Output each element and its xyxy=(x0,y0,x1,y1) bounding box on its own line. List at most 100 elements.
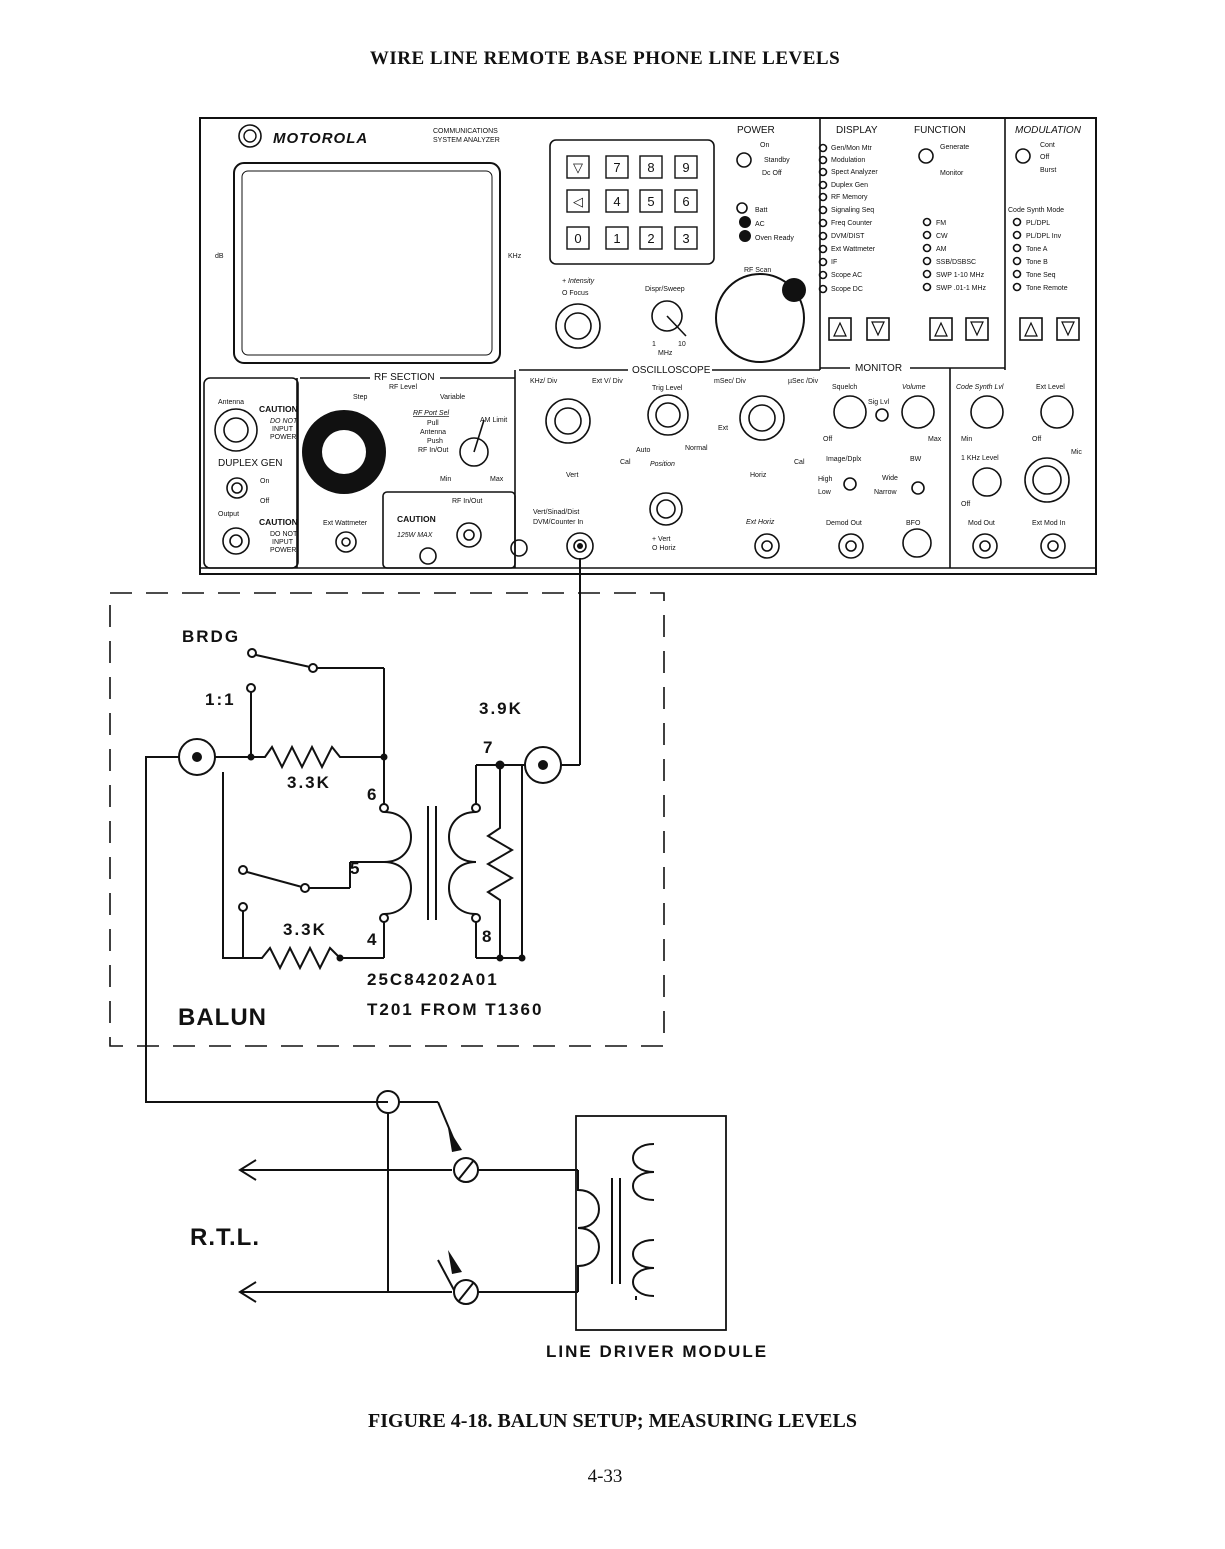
function-item[interactable]: AM xyxy=(936,246,947,253)
key[interactable] xyxy=(605,155,629,179)
modulation-up-button[interactable] xyxy=(1019,317,1043,341)
position-knob[interactable] xyxy=(649,492,683,526)
key-label: 2 xyxy=(647,231,654,246)
antenna-label: Antenna xyxy=(218,399,244,406)
monitor-label: Monitor xyxy=(940,170,964,177)
key[interactable] xyxy=(674,226,698,250)
ext-wattmeter-connector[interactable] xyxy=(335,531,357,553)
volume-knob[interactable] xyxy=(901,395,935,429)
duplex-on-label: On xyxy=(260,478,269,485)
modulation-title: MODULATION xyxy=(1015,125,1082,136)
demod-out-connector[interactable] xyxy=(838,533,864,559)
modulation-item[interactable]: Tone A xyxy=(1026,246,1048,253)
rf-section-title: RF SECTION xyxy=(374,372,435,383)
intensity-knob[interactable] xyxy=(555,303,601,349)
key[interactable] xyxy=(639,189,663,213)
display-item[interactable]: RF Memory xyxy=(831,194,868,201)
function-item[interactable]: SSB/DSBSC xyxy=(936,259,976,266)
ac-label: AC xyxy=(755,221,765,228)
wide-label: Wide xyxy=(882,475,898,482)
display-item[interactable]: Modulation xyxy=(831,157,865,164)
display-item[interactable]: Freq Counter xyxy=(831,220,873,227)
ext-horiz-connector[interactable] xyxy=(754,533,780,559)
squelch-knob[interactable] xyxy=(833,395,867,429)
line-driver-module-box xyxy=(575,1115,727,1331)
am-limit-knob[interactable] xyxy=(459,437,489,467)
key[interactable] xyxy=(674,189,698,213)
antenna-connector[interactable] xyxy=(214,408,258,452)
msec-div-knob[interactable] xyxy=(739,395,785,441)
mod-out-connector[interactable] xyxy=(972,533,998,559)
oven-ready-label: Oven Ready xyxy=(755,235,794,242)
display-item[interactable]: Ext Wattmeter xyxy=(831,246,876,253)
modulation-item[interactable]: PL/DPL Inv xyxy=(1026,233,1062,240)
power-on-label: On xyxy=(760,142,769,149)
function-item[interactable]: CW xyxy=(936,233,948,240)
key[interactable] xyxy=(566,226,590,250)
squelch-off-label: Off xyxy=(823,436,832,443)
key[interactable] xyxy=(566,189,590,213)
mod-off-label: Off xyxy=(1040,154,1049,161)
pin-7-label: 7 xyxy=(483,738,494,757)
display-item[interactable]: DVM/DIST xyxy=(831,233,865,240)
ext-mod-in-connector[interactable] xyxy=(1040,533,1066,559)
code-synth-lvl-knob[interactable] xyxy=(970,395,1004,429)
modulation-item[interactable]: Tone Remote xyxy=(1026,285,1068,292)
vert-label: Vert xyxy=(566,472,579,479)
rf-in-out-connector[interactable] xyxy=(456,522,482,548)
key[interactable] xyxy=(566,155,590,179)
key[interactable] xyxy=(605,189,629,213)
display-item[interactable]: Scope AC xyxy=(831,272,862,279)
khz-div-knob[interactable] xyxy=(545,398,591,444)
dispr-sweep-knob[interactable] xyxy=(651,300,683,332)
ext-level-knob[interactable] xyxy=(1040,395,1074,429)
modulation-item[interactable]: Tone B xyxy=(1026,259,1048,266)
khz-div-label: KHz/ Div xyxy=(530,378,558,385)
usec-div-label: µSec /Div xyxy=(788,378,819,385)
figure-caption: FIGURE 4-18. BALUN SETUP; MEASURING LEVE… xyxy=(368,1410,857,1432)
key[interactable] xyxy=(639,226,663,250)
output-connector[interactable] xyxy=(222,527,250,555)
one-khz-level-knob[interactable] xyxy=(972,467,1002,497)
modulation-item[interactable]: PL/DPL xyxy=(1026,220,1050,227)
step-label: Step xyxy=(353,394,368,401)
function-item[interactable]: SWP 1-10 MHz xyxy=(936,272,985,279)
function-up-button[interactable] xyxy=(929,317,953,341)
display-item[interactable]: Gen/Mon Mtr xyxy=(831,145,873,152)
function-item[interactable]: FM xyxy=(936,220,946,227)
trig-level-knob[interactable] xyxy=(647,394,689,436)
duplex-gen-switch[interactable] xyxy=(226,477,248,499)
function-down-button[interactable] xyxy=(965,317,989,341)
ext-v-div-label: Ext V/ Div xyxy=(592,378,623,385)
duplex-gen-label: DUPLEX GEN xyxy=(218,458,282,469)
sig-lvl-label: Sig Lvl xyxy=(868,399,889,406)
antenna-warn1: DO NOT xyxy=(270,418,298,425)
bfo-knob[interactable] xyxy=(902,528,932,558)
monitor-title: MONITOR xyxy=(855,363,902,374)
rf-scan-knob[interactable] xyxy=(715,273,805,363)
display-item[interactable]: Scope DC xyxy=(831,286,863,293)
display-item[interactable]: Duplex Gen xyxy=(831,182,868,189)
key-label: 0 xyxy=(574,231,581,246)
function-item[interactable]: SWP .01-1 MHz xyxy=(936,285,987,292)
modulation-item[interactable]: Tone Seq xyxy=(1026,272,1056,279)
mic-connector[interactable] xyxy=(1024,457,1070,503)
ext-level-label: Ext Level xyxy=(1036,384,1065,391)
power-dc-off-label: Dc Off xyxy=(762,170,782,177)
display-item[interactable]: Signaling Seq xyxy=(831,207,874,214)
pin-8-label: 8 xyxy=(482,927,493,946)
screen-khz-label: KHz xyxy=(508,253,522,260)
display-down-button[interactable] xyxy=(866,317,890,341)
page-number: 4-33 xyxy=(587,1466,623,1487)
display-item[interactable]: IF xyxy=(831,259,837,266)
key[interactable] xyxy=(674,155,698,179)
key[interactable] xyxy=(639,155,663,179)
power-standby-label: Standby xyxy=(764,157,790,164)
display-item[interactable]: Spect Analyzer xyxy=(831,169,878,176)
auto-label: Auto xyxy=(636,447,651,454)
modulation-down-button[interactable] xyxy=(1056,317,1080,341)
key[interactable] xyxy=(605,226,629,250)
display-up-button[interactable] xyxy=(828,317,852,341)
pin-5-label: 5 xyxy=(350,859,361,878)
